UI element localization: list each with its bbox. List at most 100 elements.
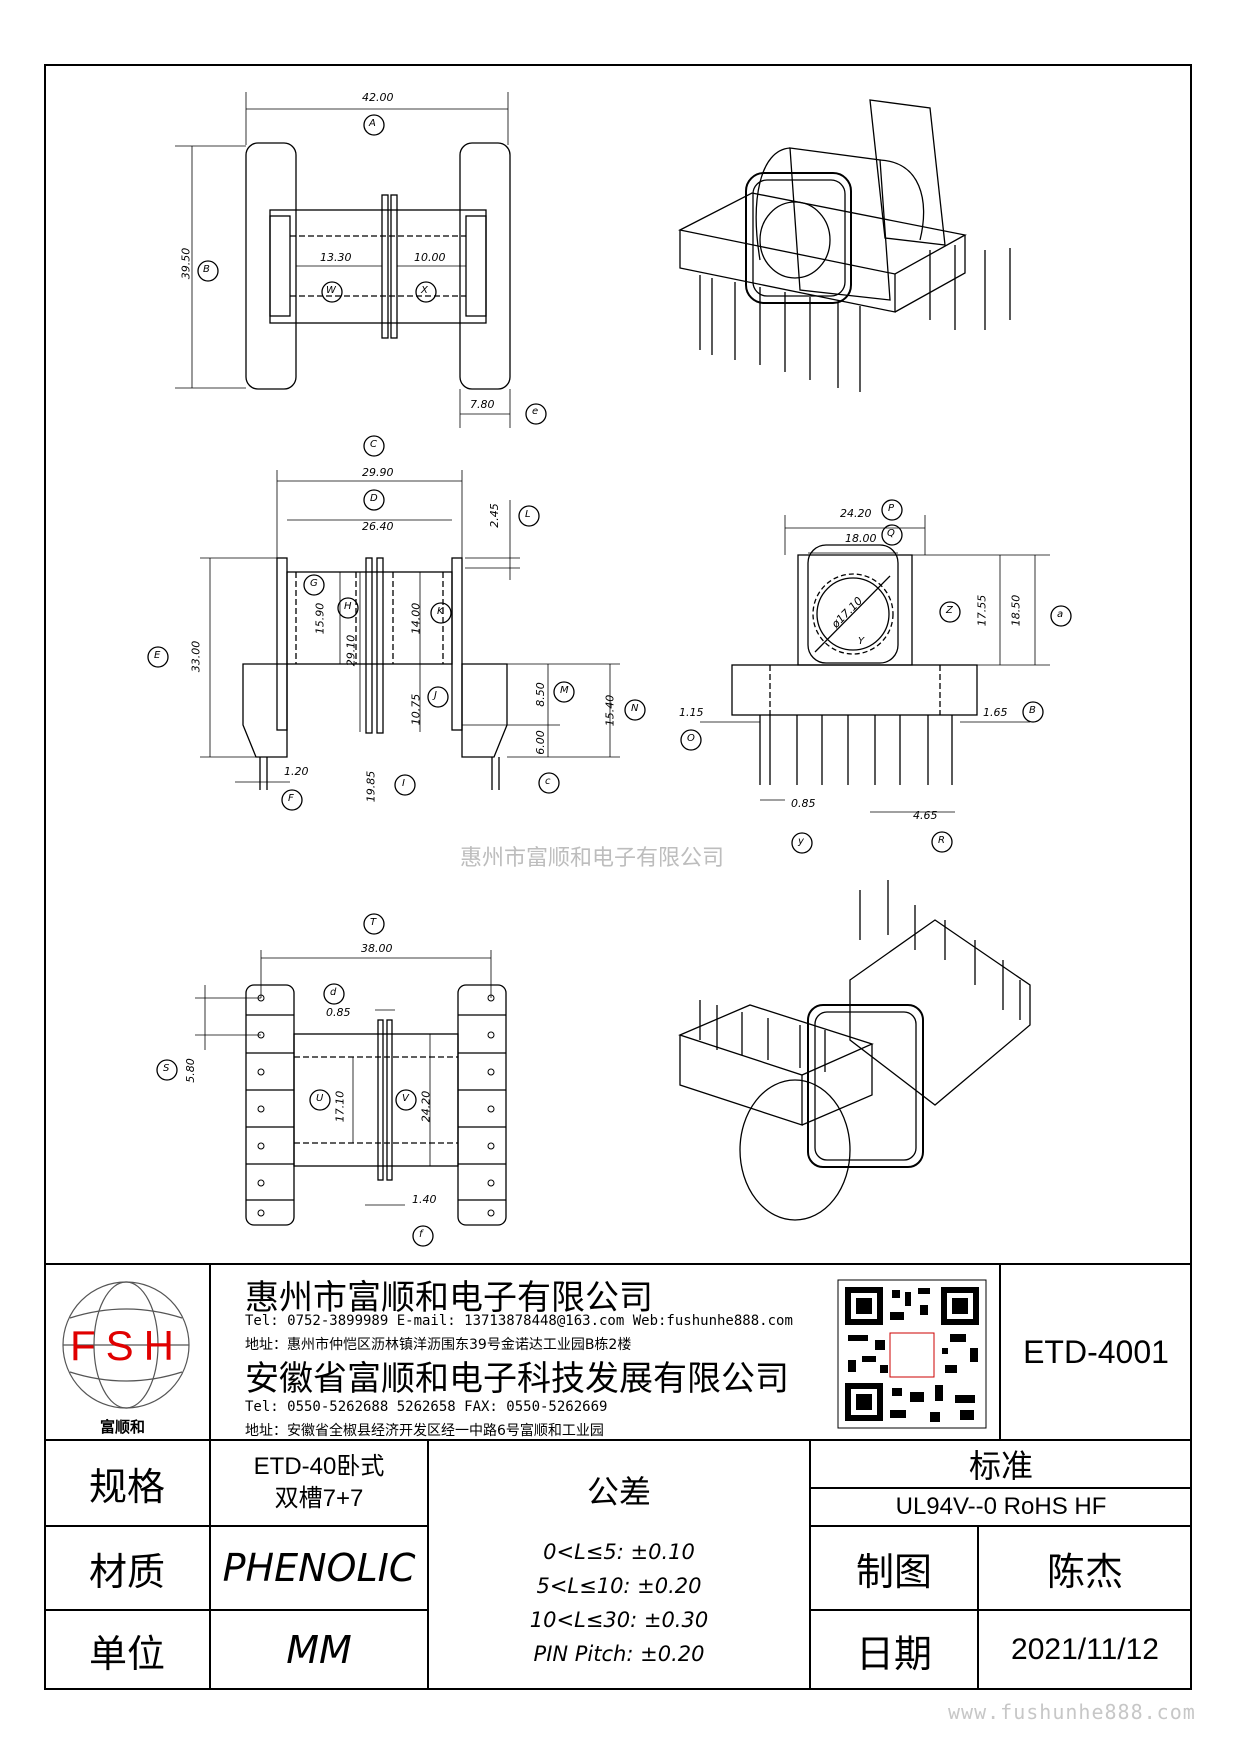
dim-d: 26.40 (362, 520, 394, 533)
side-view (680, 499, 1072, 854)
drawing-frame (44, 64, 1192, 1690)
label-x: X (421, 285, 428, 296)
label-d-small: d (330, 987, 337, 998)
label-v: V (402, 1093, 409, 1104)
dim-k: 14.00 (409, 602, 423, 635)
label-e-height: E (154, 650, 161, 661)
label-a: A (369, 118, 376, 129)
label-drawn: 制图 (855, 1549, 932, 1594)
dim-e-height: 33.00 (189, 640, 203, 673)
dim-y-small: 0.85 (791, 797, 816, 810)
dim-c: 29.90 (362, 466, 394, 479)
dim-d-small: 0.85 (326, 1006, 351, 1019)
bottom-view (156, 913, 507, 1247)
dim-v: 24.20 (419, 1090, 433, 1123)
label-k: K (437, 606, 444, 617)
dim-a-small: 18.50 (1009, 594, 1023, 627)
dim-a: 42.00 (362, 91, 394, 104)
label-b-side: B (1029, 705, 1036, 716)
label-j: J (434, 690, 437, 701)
iso-view-top (678, 99, 1011, 392)
tolerance-line: 0<L≤5: ±0.10 (543, 1540, 695, 1564)
qr-code (837, 1279, 987, 1429)
label-c: C (370, 439, 377, 450)
logo-caption: 富顺和 (100, 1418, 146, 1436)
label-z: Z (946, 605, 953, 616)
company-name-huizhou: 惠州市富顺和电子有限公司 (245, 1278, 653, 1318)
tolerance-list: 0<L≤5: ±0.10 5<L≤10: ±0.20 10<L≤30: ±0.3… (428, 1535, 810, 1671)
dim-z: 17.55 (975, 594, 989, 627)
unit-value: MM (286, 1628, 352, 1672)
spec-line-1: ETD-40卧式 (253, 1453, 385, 1480)
label-h: H (344, 601, 352, 612)
label-m: M (560, 685, 569, 696)
dim-g: 15.90 (313, 602, 327, 635)
label-t: T (370, 917, 377, 928)
label-o: O (687, 733, 695, 744)
label-standard: 标准 (968, 1447, 1033, 1485)
label-f: F (288, 793, 294, 804)
label-w: W (326, 285, 336, 296)
iso-view-bottom (678, 880, 1031, 1221)
label-l: L (525, 509, 531, 520)
label-e: e (532, 406, 539, 417)
company-name-anhui: 安徽省富顺和电子科技发展有限公司 (245, 1359, 789, 1399)
dim-s: 5.80 (183, 1058, 197, 1083)
dim-q: 18.00 (845, 532, 877, 545)
spec-value: ETD-40卧式 双槽7+7 (210, 1440, 428, 1526)
dim-i: 19.85 (364, 770, 378, 803)
dim-l: 2.45 (487, 503, 501, 528)
label-tolerance: 公差 (586, 1473, 651, 1511)
drawn-by: 陈杰 (1046, 1549, 1123, 1594)
dim-t: 38.00 (361, 942, 393, 955)
dim-h: 29.10 (344, 634, 358, 667)
label-i: I (402, 778, 405, 789)
dim-f-small: 1.40 (412, 1193, 437, 1206)
dim-m: 8.50 (533, 682, 547, 707)
label-p: P (888, 503, 895, 514)
dim-b: 39.50 (179, 247, 193, 280)
standard-value: UL94V--0 RoHS HF (895, 1493, 1107, 1520)
label-material: 材质 (88, 1549, 165, 1594)
company-contact-huizhou: Tel: 0752-3899989 E-mail: 13713878448@16… (245, 1313, 793, 1329)
company-address-huizhou: 地址：惠州市仲恺区沥林镇洋沥围东39号金诺达工业园B栋2楼 (245, 1337, 632, 1353)
label-y-small: y (798, 836, 804, 847)
dim-n: 15.40 (603, 694, 617, 727)
top-view (175, 92, 547, 428)
dim-c-small: 6.00 (533, 730, 547, 755)
dim-j: 10.75 (409, 693, 423, 726)
dim-u: 17.10 (333, 1090, 347, 1123)
site-watermark: www.fushunhe888.com (948, 1700, 1196, 1724)
label-c-small: c (545, 776, 551, 787)
material-value: PHENOLIC (222, 1546, 416, 1590)
drawing-watermark: 惠州市富顺和电子有限公司 (460, 845, 725, 870)
tolerance-line: 10<L≤30: ±0.30 (529, 1608, 709, 1632)
label-unit: 单位 (88, 1631, 165, 1676)
dim-x: 10.00 (414, 251, 446, 264)
part-number: ETD-4001 (1023, 1333, 1169, 1370)
label-b: B (203, 264, 210, 275)
title-block-grid (44, 1263, 1192, 1690)
fsh-logo (62, 1281, 190, 1409)
dim-e: 7.80 (470, 398, 495, 411)
label-g: G (310, 578, 318, 589)
label-spec: 规格 (88, 1464, 165, 1509)
dim-o: 1.15 (679, 706, 704, 719)
label-u: U (316, 1093, 324, 1104)
label-r: R (938, 835, 945, 846)
dim-w: 13.30 (320, 251, 352, 264)
label-q: Q (887, 528, 895, 539)
tolerance-line: 5<L≤10: ±0.20 (536, 1574, 702, 1598)
company-address-anhui: 地址：安徽省全椒县经济开发区经一中路6号富顺和工业园 (245, 1423, 604, 1439)
logo-text: FSH (70, 1322, 184, 1369)
front-view (147, 435, 646, 811)
tolerance-line: PIN Pitch: ±0.20 (533, 1642, 705, 1666)
label-a-small: a (1057, 609, 1064, 620)
label-d: D (370, 493, 378, 504)
label-n: N (631, 703, 639, 714)
dim-p: 24.20 (840, 507, 872, 520)
dim-r: 4.65 (913, 809, 938, 822)
spec-line-2: 双槽7+7 (274, 1485, 364, 1512)
label-date: 日期 (855, 1631, 932, 1676)
